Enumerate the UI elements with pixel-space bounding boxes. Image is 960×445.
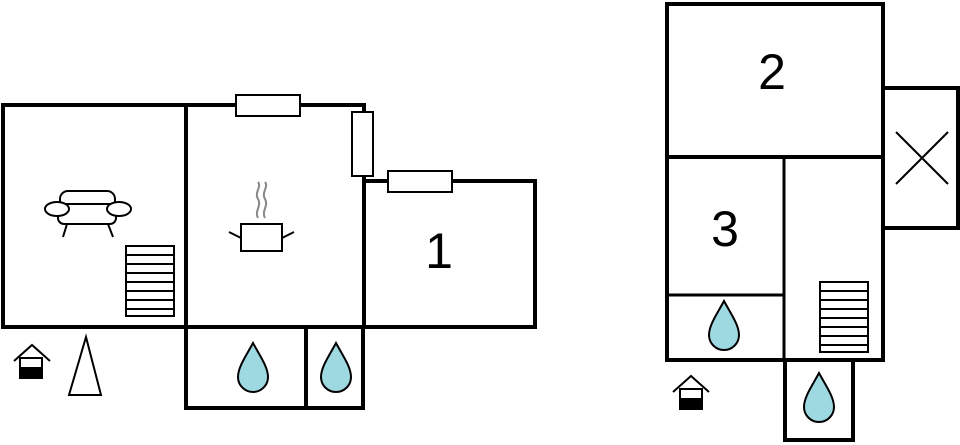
ground-floor: 1 xyxy=(1,94,537,410)
room-number-2: 2 xyxy=(758,44,786,100)
window xyxy=(351,111,374,177)
staircase-icon xyxy=(125,245,175,317)
kitchen xyxy=(184,103,366,329)
room-number-3: 3 xyxy=(711,201,739,257)
upper-floor: 2 3 xyxy=(665,2,960,442)
water-drop-icon xyxy=(707,298,741,351)
water-drop-icon xyxy=(802,370,836,423)
water-drop-icon xyxy=(236,340,270,393)
fireplace-icon xyxy=(67,333,103,396)
staircase-icon xyxy=(819,281,869,353)
entrance-icon xyxy=(672,374,710,410)
outer-wall xyxy=(665,2,885,362)
cross-icon xyxy=(895,131,949,185)
sofa-icon xyxy=(44,190,132,238)
cooking-pot-icon xyxy=(228,181,295,252)
window xyxy=(387,170,453,193)
balcony xyxy=(881,86,960,230)
entrance-icon xyxy=(13,343,51,379)
room-number-1: 1 xyxy=(425,223,453,279)
window xyxy=(235,94,301,117)
water-drop-icon xyxy=(319,340,353,393)
toilet xyxy=(304,325,365,410)
bathroom-small xyxy=(783,358,855,442)
